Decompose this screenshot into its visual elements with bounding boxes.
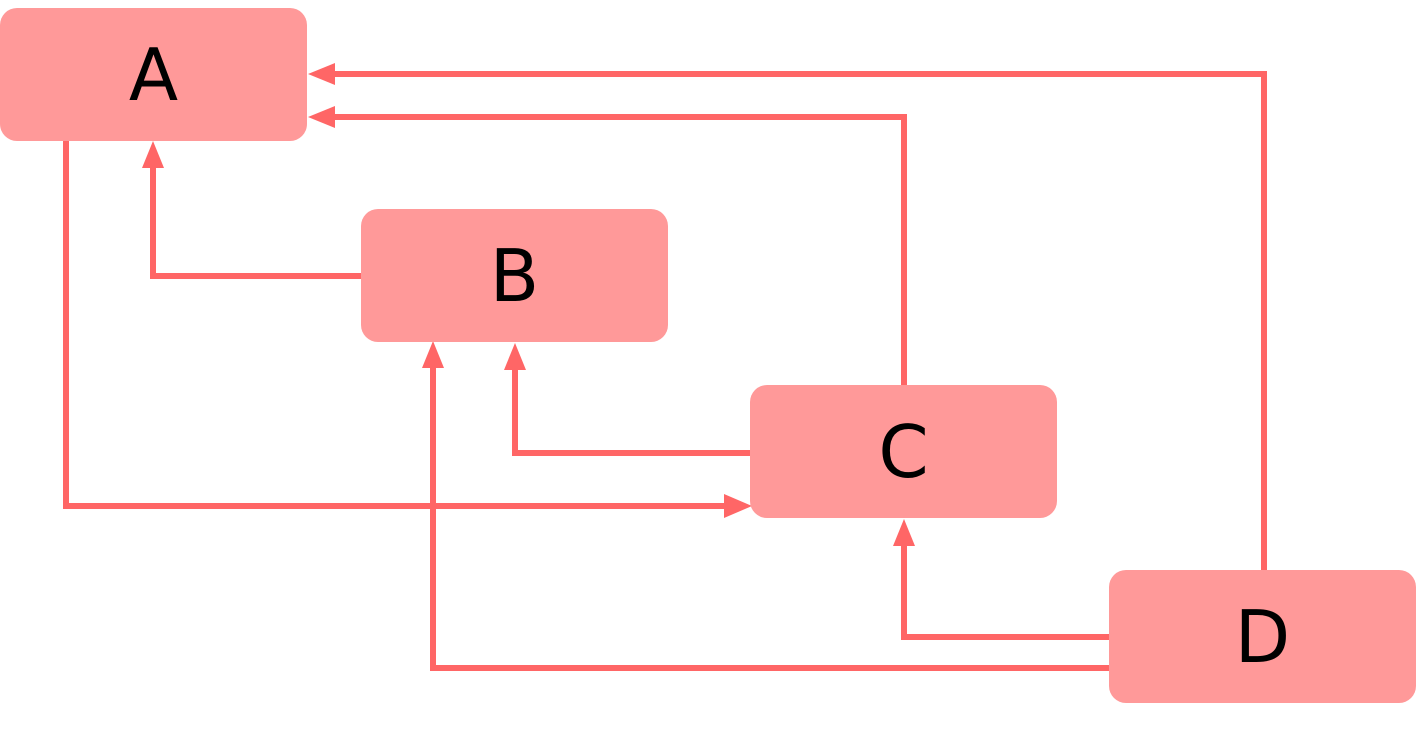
node-d-label: D (1234, 594, 1291, 679)
arrowhead-d-to-b (422, 341, 444, 368)
edge-d-to-b (430, 368, 1109, 671)
node-b: B (361, 209, 668, 342)
edge-c-to-a (335, 114, 907, 385)
node-b-label: B (489, 233, 540, 318)
arrowhead-d-to-a (308, 63, 335, 85)
arrowhead-c-to-a (308, 106, 335, 128)
arrowhead-a-to-c (724, 494, 752, 518)
node-a-label: A (128, 32, 179, 117)
node-d: D (1109, 570, 1416, 703)
arrowhead-c-to-b (504, 343, 526, 370)
arrowhead-b-to-a (142, 141, 164, 168)
edge-d-to-c (901, 546, 1109, 640)
node-c-label: C (878, 409, 929, 494)
edge-c-to-b (512, 370, 750, 456)
edge-d-to-a (335, 71, 1267, 570)
edge-a-to-c (63, 133, 724, 509)
node-c: C (750, 385, 1057, 518)
arrowhead-d-to-c (893, 519, 915, 546)
node-a: A (0, 8, 307, 141)
edge-b-to-a (150, 168, 361, 279)
